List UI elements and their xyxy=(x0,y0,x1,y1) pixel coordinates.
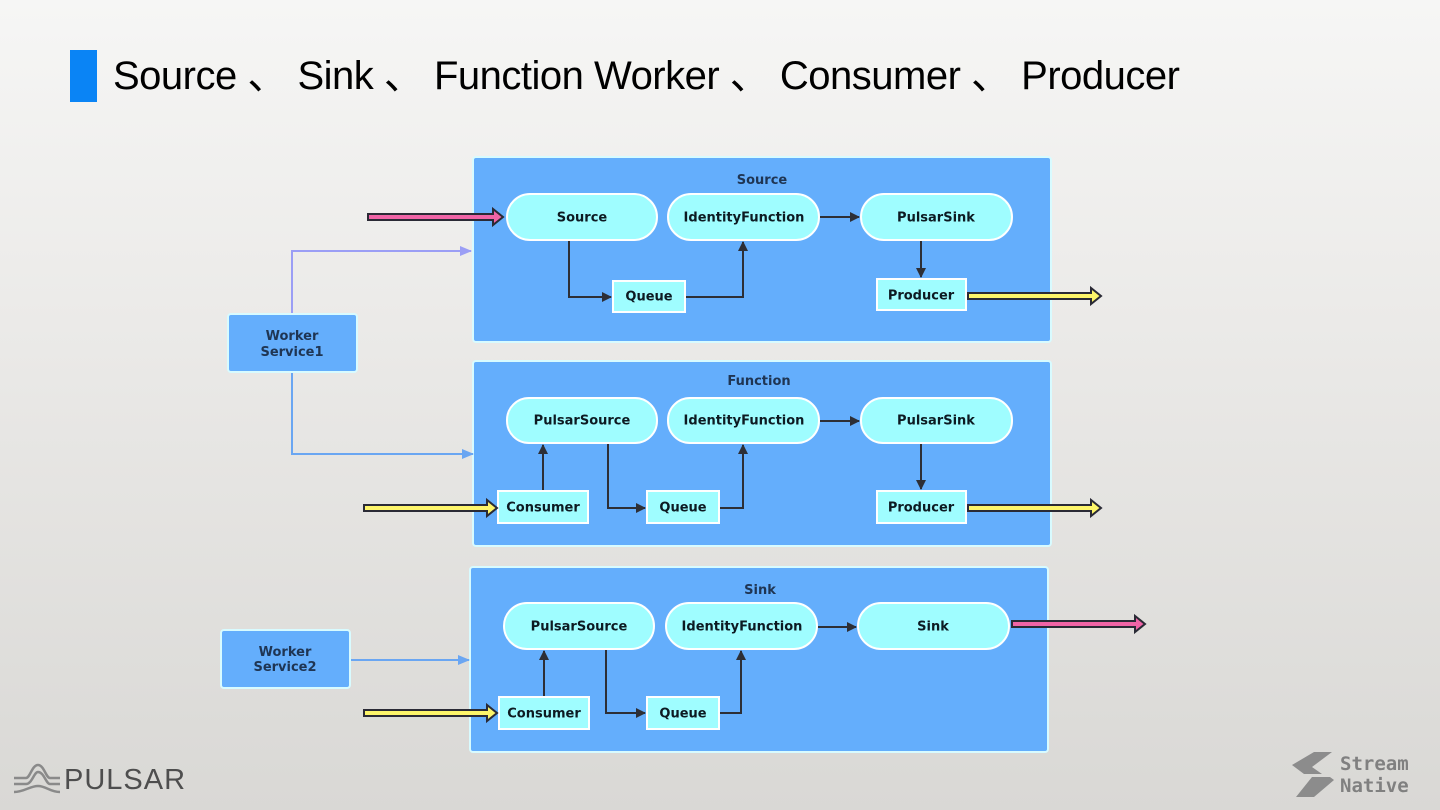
node-consumer-label: Consumer xyxy=(507,707,581,722)
connector-queue-to-function xyxy=(686,241,748,298)
node-pulsar-source-label: PulsarSource xyxy=(531,620,628,635)
external-input-arrow-source xyxy=(367,206,505,228)
streamnative-logo-line1: Stream xyxy=(1340,753,1409,775)
node-queue xyxy=(612,280,686,313)
title-accent-bar xyxy=(70,50,97,102)
streamnative-s-icon xyxy=(1292,752,1334,797)
node-pulsar-source-label: PulsarSource xyxy=(534,414,631,429)
node-identity-function-label: IdentityFunction xyxy=(684,414,805,429)
node-queue-label: Queue xyxy=(625,290,672,305)
producer-output-arrow-source xyxy=(967,285,1103,307)
node-source-label: Source xyxy=(557,211,608,226)
node-identity-function xyxy=(667,397,820,444)
node-identity-function-label: IdentityFunction xyxy=(682,620,803,635)
node-queue-label: Queue xyxy=(659,707,706,722)
streamnative-logo-line2: Native xyxy=(1340,775,1409,797)
consumer-input-arrow-sink xyxy=(363,702,499,724)
worker-service-2-label-line1: Worker xyxy=(259,645,312,660)
connector-queue-to-function xyxy=(720,444,748,509)
panel-function: Function PulsarSource IdentityFunction P… xyxy=(472,360,1052,547)
node-queue-label: Queue xyxy=(659,501,706,516)
pulsar-logo: PULSAR xyxy=(12,762,186,798)
connector-source-to-queue xyxy=(607,444,646,513)
node-consumer xyxy=(497,490,589,524)
node-source xyxy=(506,193,658,241)
panel-sink: Sink PulsarSource IdentityFunction Sink … xyxy=(469,566,1049,753)
worker-service-2-label-line2: Service2 xyxy=(253,660,316,675)
node-pulsar-sink xyxy=(860,397,1013,444)
node-pulsar-sink-label: PulsarSink xyxy=(897,211,975,226)
worker1-to-source-line xyxy=(291,246,472,313)
worker-service-1-label-line2: Service1 xyxy=(260,345,323,360)
pulsar-wave-icon xyxy=(13,763,61,794)
producer-output-arrow-function xyxy=(967,497,1103,519)
node-producer-label: Producer xyxy=(888,501,955,516)
connector-source-to-queue xyxy=(605,650,646,718)
node-queue xyxy=(646,696,720,730)
streamnative-logo: Stream Native xyxy=(1290,750,1409,800)
node-identity-function xyxy=(667,193,820,241)
node-producer-label: Producer xyxy=(888,289,955,304)
panel-function-title: Function xyxy=(727,374,790,389)
external-output-arrow-sink xyxy=(1011,613,1147,635)
worker-service-1-label-line1: Worker xyxy=(266,329,319,344)
panel-sink-title: Sink xyxy=(744,583,776,598)
worker-service-2-box xyxy=(220,629,351,689)
pulsar-logo-text: PULSAR xyxy=(64,763,187,796)
node-queue xyxy=(646,490,720,524)
slide-title: Source 、 Sink 、 Function Worker 、 Consum… xyxy=(113,54,1180,98)
worker-service-1-box xyxy=(227,313,358,373)
node-sink xyxy=(857,602,1010,650)
node-pulsar-source xyxy=(506,397,658,444)
node-identity-function xyxy=(665,602,818,650)
panel-source: Source Source IdentityFunction PulsarSin… xyxy=(472,156,1052,343)
connector-source-to-queue xyxy=(568,241,612,302)
node-pulsar-sink-label: PulsarSink xyxy=(897,414,975,429)
node-pulsar-sink xyxy=(860,193,1013,241)
worker1-to-function-line xyxy=(291,373,474,459)
node-producer xyxy=(876,490,967,524)
node-sink-label: Sink xyxy=(917,620,949,635)
external-arrows xyxy=(363,206,1147,724)
worker-service-2: Worker Service2 xyxy=(220,629,470,689)
consumer-input-arrow-function xyxy=(363,497,499,519)
node-producer xyxy=(876,278,967,311)
node-consumer-label: Consumer xyxy=(506,501,580,516)
worker-service-1: Worker Service1 xyxy=(227,246,474,459)
node-identity-function-label: IdentityFunction xyxy=(684,211,805,226)
node-pulsar-source xyxy=(503,602,655,650)
node-consumer xyxy=(498,696,590,730)
connector-queue-to-function xyxy=(720,650,746,714)
panel-source-title: Source xyxy=(737,173,788,188)
